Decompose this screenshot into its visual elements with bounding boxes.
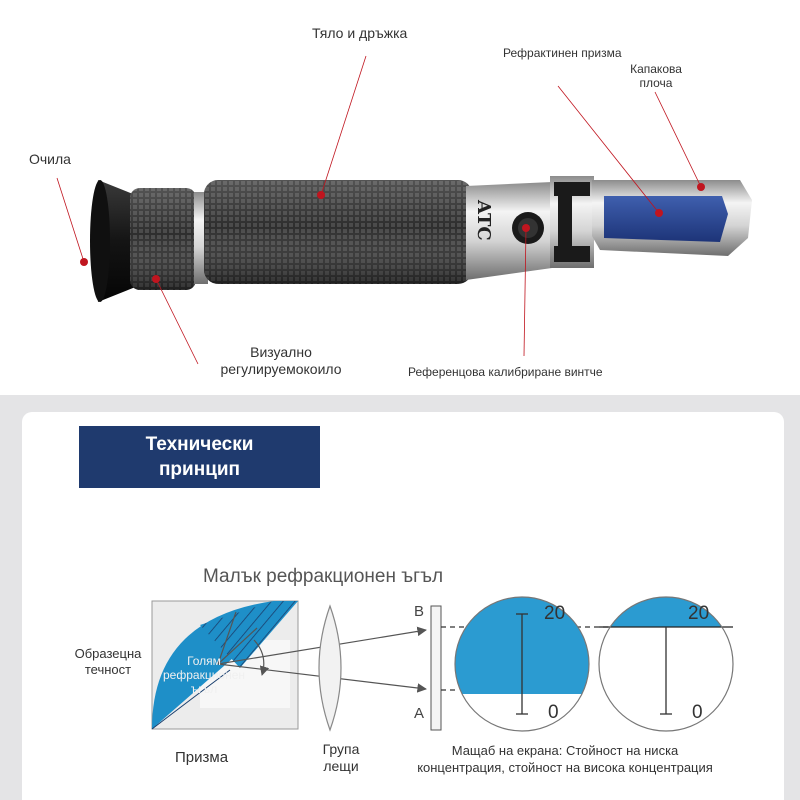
- label-angle-line3: ъгъл: [190, 682, 218, 696]
- label-cover-plate-line1: Капакова: [630, 62, 682, 76]
- scale-low-bottom-number: 0: [548, 702, 559, 723]
- label-angle-line2: рефракционен: [163, 668, 245, 682]
- eyepiece-cup: [90, 180, 138, 302]
- label-eyepiece: Очила: [29, 151, 71, 167]
- scale-high-bottom-number: 0: [692, 702, 703, 723]
- label-focus-line2: регулируемокоило: [220, 361, 342, 377]
- label-cover-plate-line2: плоча: [639, 76, 673, 90]
- label-focus-line1: Визуално: [250, 344, 312, 360]
- principle-title: Технически принцип: [79, 426, 320, 488]
- label-sample-line2: течност: [84, 662, 132, 677]
- leader-lines: [56, 55, 702, 365]
- label-point-b: B: [414, 603, 425, 620]
- label-angle-line1: Голям: [187, 654, 221, 668]
- scale-high-top-number: 20: [688, 603, 710, 624]
- label-refractive-prism: Рефрактинен призма: [503, 46, 622, 60]
- principle-subtitle: Малък рефракционен ъгъл: [203, 566, 444, 587]
- refractometer-illustration: ATC: [56, 55, 752, 365]
- label-cover-plate: Капакова плоча: [616, 62, 696, 90]
- label-calibration-screw: Референцова калибриране винтче: [408, 365, 603, 379]
- prism-housing: [592, 180, 752, 256]
- atc-text: ATC: [473, 199, 494, 241]
- label-focus: Визуално регулируемокоило: [186, 344, 376, 378]
- label-point-a: A: [414, 705, 425, 722]
- label-sample-line1: Образецна: [74, 646, 142, 661]
- label-body-handle: Тяло и дръжка: [312, 25, 408, 41]
- grip-handle: [204, 180, 472, 284]
- principle-title-line2: принцип: [158, 459, 241, 480]
- label-lens-group: Група лещи: [310, 741, 372, 775]
- label-sample-liquid: Образецна течност: [60, 646, 156, 678]
- label-prism: Призма: [175, 749, 229, 766]
- label-lens-line1: Група: [322, 741, 360, 757]
- label-scale-line1: Мащаб на екрана: Стойност на ниска: [451, 743, 679, 758]
- focus-ring: [130, 188, 196, 290]
- scale-view-low: [454, 596, 590, 732]
- reticle-plate: [430, 605, 442, 731]
- label-screen-scale: Мащаб на екрана: Стойност на ниска конце…: [380, 742, 750, 776]
- cover-hinge: [550, 176, 594, 268]
- lens: [318, 604, 342, 732]
- label-lens-line2: лещи: [323, 758, 359, 774]
- metal-body: ATC: [466, 182, 552, 280]
- principle-title-line1: Технически: [145, 434, 254, 455]
- scale-view-high: [598, 596, 734, 732]
- scale-low-top-number: 20: [544, 603, 566, 624]
- label-large-angle: Голям рефракционен ъгъл: [148, 654, 260, 696]
- label-scale-line2: концентрация, стойност на висока концент…: [417, 760, 713, 775]
